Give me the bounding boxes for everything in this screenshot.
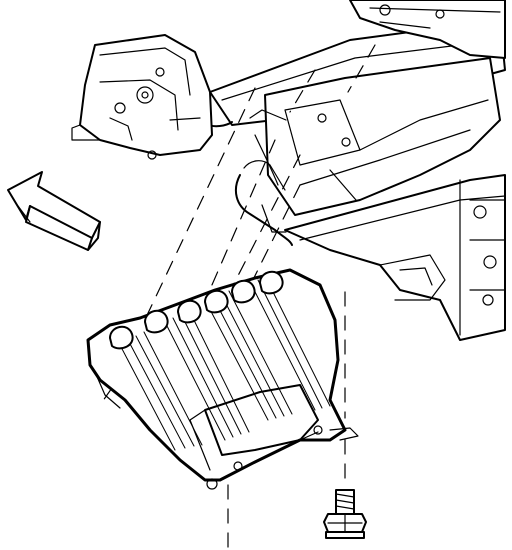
skid-plate bbox=[86, 268, 359, 490]
bolt-icon bbox=[323, 489, 367, 539]
frame-crossmember bbox=[71, 0, 506, 341]
front-direction-arrow-icon bbox=[7, 171, 101, 251]
